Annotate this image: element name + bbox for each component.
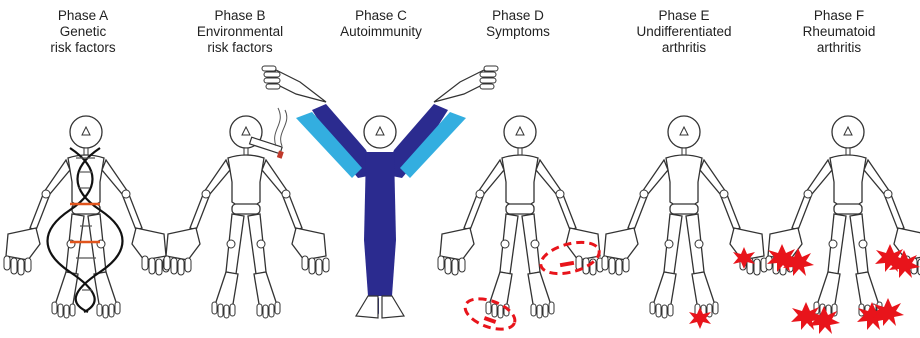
figure-phase-d (437, 115, 604, 319)
phase-f-line2: arthritis (816, 40, 862, 55)
phase-a-line2: risk factors (50, 40, 116, 55)
phase-e-title: Phase E (658, 8, 710, 23)
cigarette-icon (248, 107, 288, 159)
phase-e-line2: arthritis (661, 40, 707, 55)
caption-phase-d: Phase D Symptoms (443, 8, 593, 40)
caption-phase-f: Phase F Rheumatoid arthritis (764, 8, 914, 56)
phase-b-line1: Environmental (196, 24, 284, 39)
phase-a-line1: Genetic (59, 24, 107, 39)
phase-f-line1: Rheumatoid (802, 24, 876, 39)
caption-phase-e: Phase E Undifferentiated arthritis (609, 8, 759, 56)
phase-b-line2: risk factors (207, 40, 273, 55)
dna-helix-icon (46, 147, 124, 314)
caption-phase-c: Phase C Autoimmunity (306, 8, 456, 40)
phase-d-title: Phase D (492, 8, 544, 23)
phase-c-title: Phase C (355, 8, 407, 23)
figure-phase-a (3, 115, 170, 319)
figure-phase-b (163, 115, 330, 319)
caption-phase-b: Phase B Environmental risk factors (165, 8, 315, 56)
many-inflamed-joints-icon (767, 244, 920, 334)
figure-phase-e (601, 115, 768, 319)
joint-highlight-icon (483, 260, 575, 324)
figure-phase-f (765, 115, 920, 319)
phase-a-title: Phase A (57, 8, 109, 23)
caption-phase-a: Phase A Genetic risk factors (8, 8, 158, 56)
phase-c-line1: Autoimmunity (340, 24, 422, 39)
phase-e-line1: Undifferentiated (636, 24, 732, 39)
antibody-figure-phase-c (261, 65, 499, 319)
dashed-joint-outline-icon (463, 240, 601, 331)
phase-d-line1: Symptoms (486, 24, 550, 39)
phase-b-title: Phase B (214, 8, 266, 23)
phase-f-title: Phase F (813, 8, 865, 23)
